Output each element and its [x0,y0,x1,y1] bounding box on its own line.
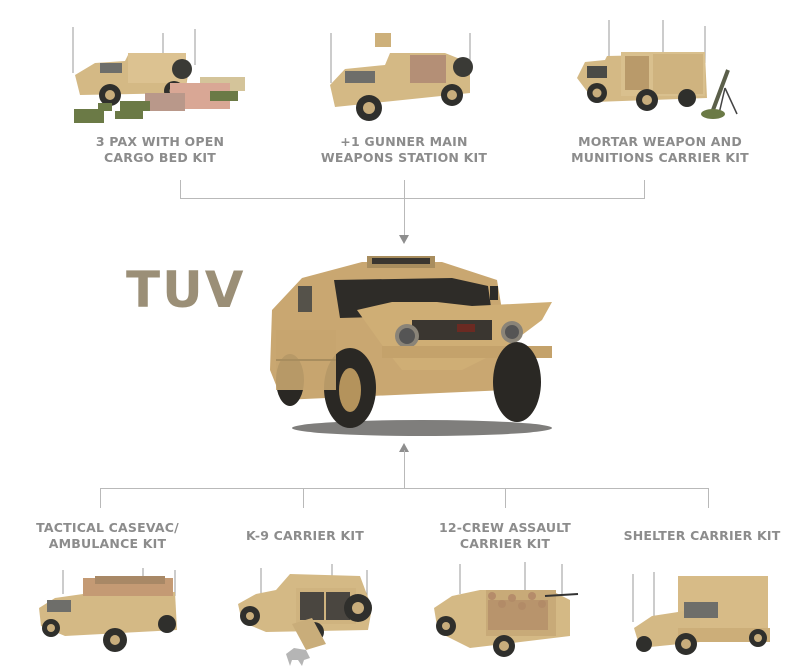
main-vehicle-image [262,250,562,440]
kit-label-line1: SHELTER CARRIER KIT [623,528,781,543]
kit-label-line1: 12-CREW ASSAULT [438,520,572,535]
connector-bottom-vertical-3 [505,488,506,508]
kit-label-line1: TACTICAL CASEVAC/ [36,520,179,535]
kit-label-line2: MUNITIONS CARRIER KIT [571,150,749,165]
arrow-down-icon [399,235,409,244]
kit-label-line2: CARGO BED KIT [104,150,216,165]
tuv-logo: TUV [126,261,246,319]
kit-label-line2: CARRIER KIT [459,536,551,551]
kit-label-3pax-cargo: 3 PAX WITH OPEN CARGO BED KIT [60,134,260,166]
connector-top-left-vertical [180,180,181,199]
kit-label-line1: K-9 CARRIER KIT [246,528,364,543]
connector-top-stem [404,180,405,236]
kit-label-k9-carrier: K-9 CARRIER KIT [220,528,390,544]
kit-image-mortar-carrier [575,18,745,123]
kit-image-shelter-carrier [630,572,775,662]
kit-label-line1: 3 PAX WITH OPEN [95,134,225,149]
kit-label-shelter-carrier: SHELTER CARRIER KIT [612,528,792,544]
connector-bottom-horizontal [100,488,709,489]
arrow-up-icon [399,443,409,452]
kit-label-line1: MORTAR WEAPON AND [578,134,742,149]
kit-label-casevac-ambulance: TACTICAL CASEVAC/ AMBULANCE KIT [20,520,195,552]
connector-bottom-vertical-2 [303,488,304,508]
connector-top-horizontal [180,198,645,199]
connector-bottom-stem [404,450,405,489]
kit-label-12crew-assault: 12-CREW ASSAULT CARRIER KIT [420,520,590,552]
connector-bottom-vertical-4 [708,488,709,508]
connector-top-right-vertical [644,180,645,199]
kit-label-line2: WEAPONS STATION KIT [320,150,488,165]
kit-image-12crew-assault [430,560,580,660]
kit-image-casevac-ambulance [35,568,185,656]
kit-label-mortar-carrier: MORTAR WEAPON AND MUNITIONS CARRIER KIT [560,134,760,166]
kit-image-gunner-weapons-station [325,25,480,125]
connector-bottom-vertical-1 [100,488,101,508]
kit-image-3pax-cargo [70,25,255,125]
kit-label-gunner-weapons-station: +1 GUNNER MAIN WEAPONS STATION KIT [300,134,508,166]
kit-image-k9-carrier [236,560,376,668]
kit-label-line2: AMBULANCE KIT [48,536,167,551]
kit-label-line1: +1 GUNNER MAIN [340,134,468,149]
